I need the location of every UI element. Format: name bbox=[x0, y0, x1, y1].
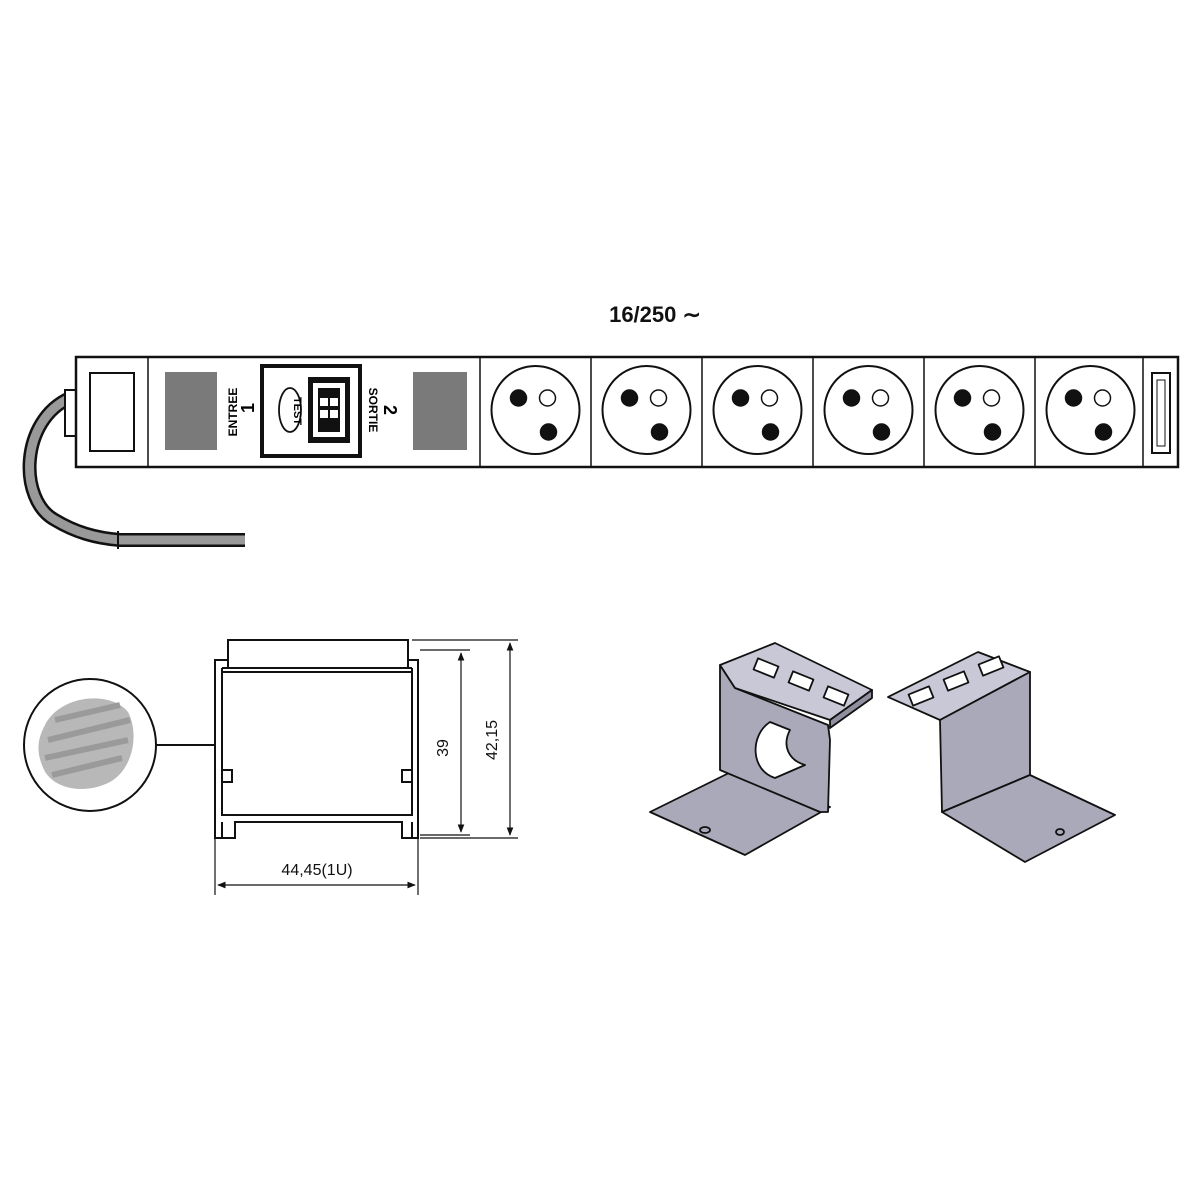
outlet-pin-hole-open bbox=[1093, 389, 1112, 407]
test-label: TEST bbox=[291, 397, 303, 425]
cable-entry-plate bbox=[89, 372, 135, 452]
entree-label: ENTREE bbox=[226, 388, 240, 437]
inner-height-label: 39 bbox=[435, 739, 452, 757]
outlet-pin-hole-open bbox=[760, 389, 779, 407]
profile-detail-circle bbox=[23, 678, 216, 812]
outlet-earth-hole bbox=[1094, 423, 1113, 441]
test-button: TEST bbox=[278, 387, 303, 433]
sortie-number: 2 bbox=[380, 405, 400, 415]
outlet-pin-hole bbox=[731, 389, 750, 407]
outlet-socket bbox=[812, 357, 914, 467]
outlet-pin-hole bbox=[953, 389, 972, 407]
outlet-socket bbox=[701, 357, 803, 467]
rating-label: 16/250 ∼ bbox=[609, 302, 701, 327]
outer-height-label: 42,15 bbox=[484, 720, 501, 760]
outlet-socket bbox=[923, 357, 1025, 467]
pdu-strip: TEST ENTREE 1 SORTIE 2 bbox=[74, 355, 1180, 469]
profile-cross-section bbox=[214, 639, 419, 839]
outlet-socket bbox=[590, 357, 692, 467]
outlet-row bbox=[490, 357, 1136, 467]
outlet-earth-hole bbox=[761, 423, 780, 441]
mounting-bracket-left bbox=[649, 642, 873, 856]
outlet-pin-hole-open bbox=[649, 389, 668, 407]
mounting-bracket-right bbox=[887, 651, 1116, 863]
outlet-earth-hole bbox=[650, 423, 669, 441]
outlet-pin-hole bbox=[1064, 389, 1083, 407]
entree-number: 1 bbox=[238, 403, 258, 413]
outlet-pin-hole bbox=[509, 389, 528, 407]
breaker-toggle bbox=[308, 377, 350, 443]
breaker-module: TEST ENTREE 1 SORTIE 2 bbox=[165, 364, 467, 458]
outlet-earth-hole bbox=[872, 423, 891, 441]
sortie-label: SORTIE bbox=[366, 388, 380, 433]
outlet-socket bbox=[1034, 357, 1136, 467]
outlet-socket bbox=[490, 365, 581, 455]
outlet-pin-hole bbox=[842, 389, 861, 407]
outlet-pin-hole-open bbox=[871, 389, 890, 407]
outlet-pin-hole-open bbox=[982, 389, 1001, 407]
outlet-pin-hole-open bbox=[538, 389, 557, 407]
dimension-lines bbox=[214, 639, 518, 895]
outlet-earth-hole bbox=[539, 423, 558, 441]
outlet-earth-hole bbox=[983, 423, 1002, 441]
outlet-pin-hole bbox=[620, 389, 639, 407]
width-dimension-label: 44,45(1U) bbox=[281, 862, 352, 879]
